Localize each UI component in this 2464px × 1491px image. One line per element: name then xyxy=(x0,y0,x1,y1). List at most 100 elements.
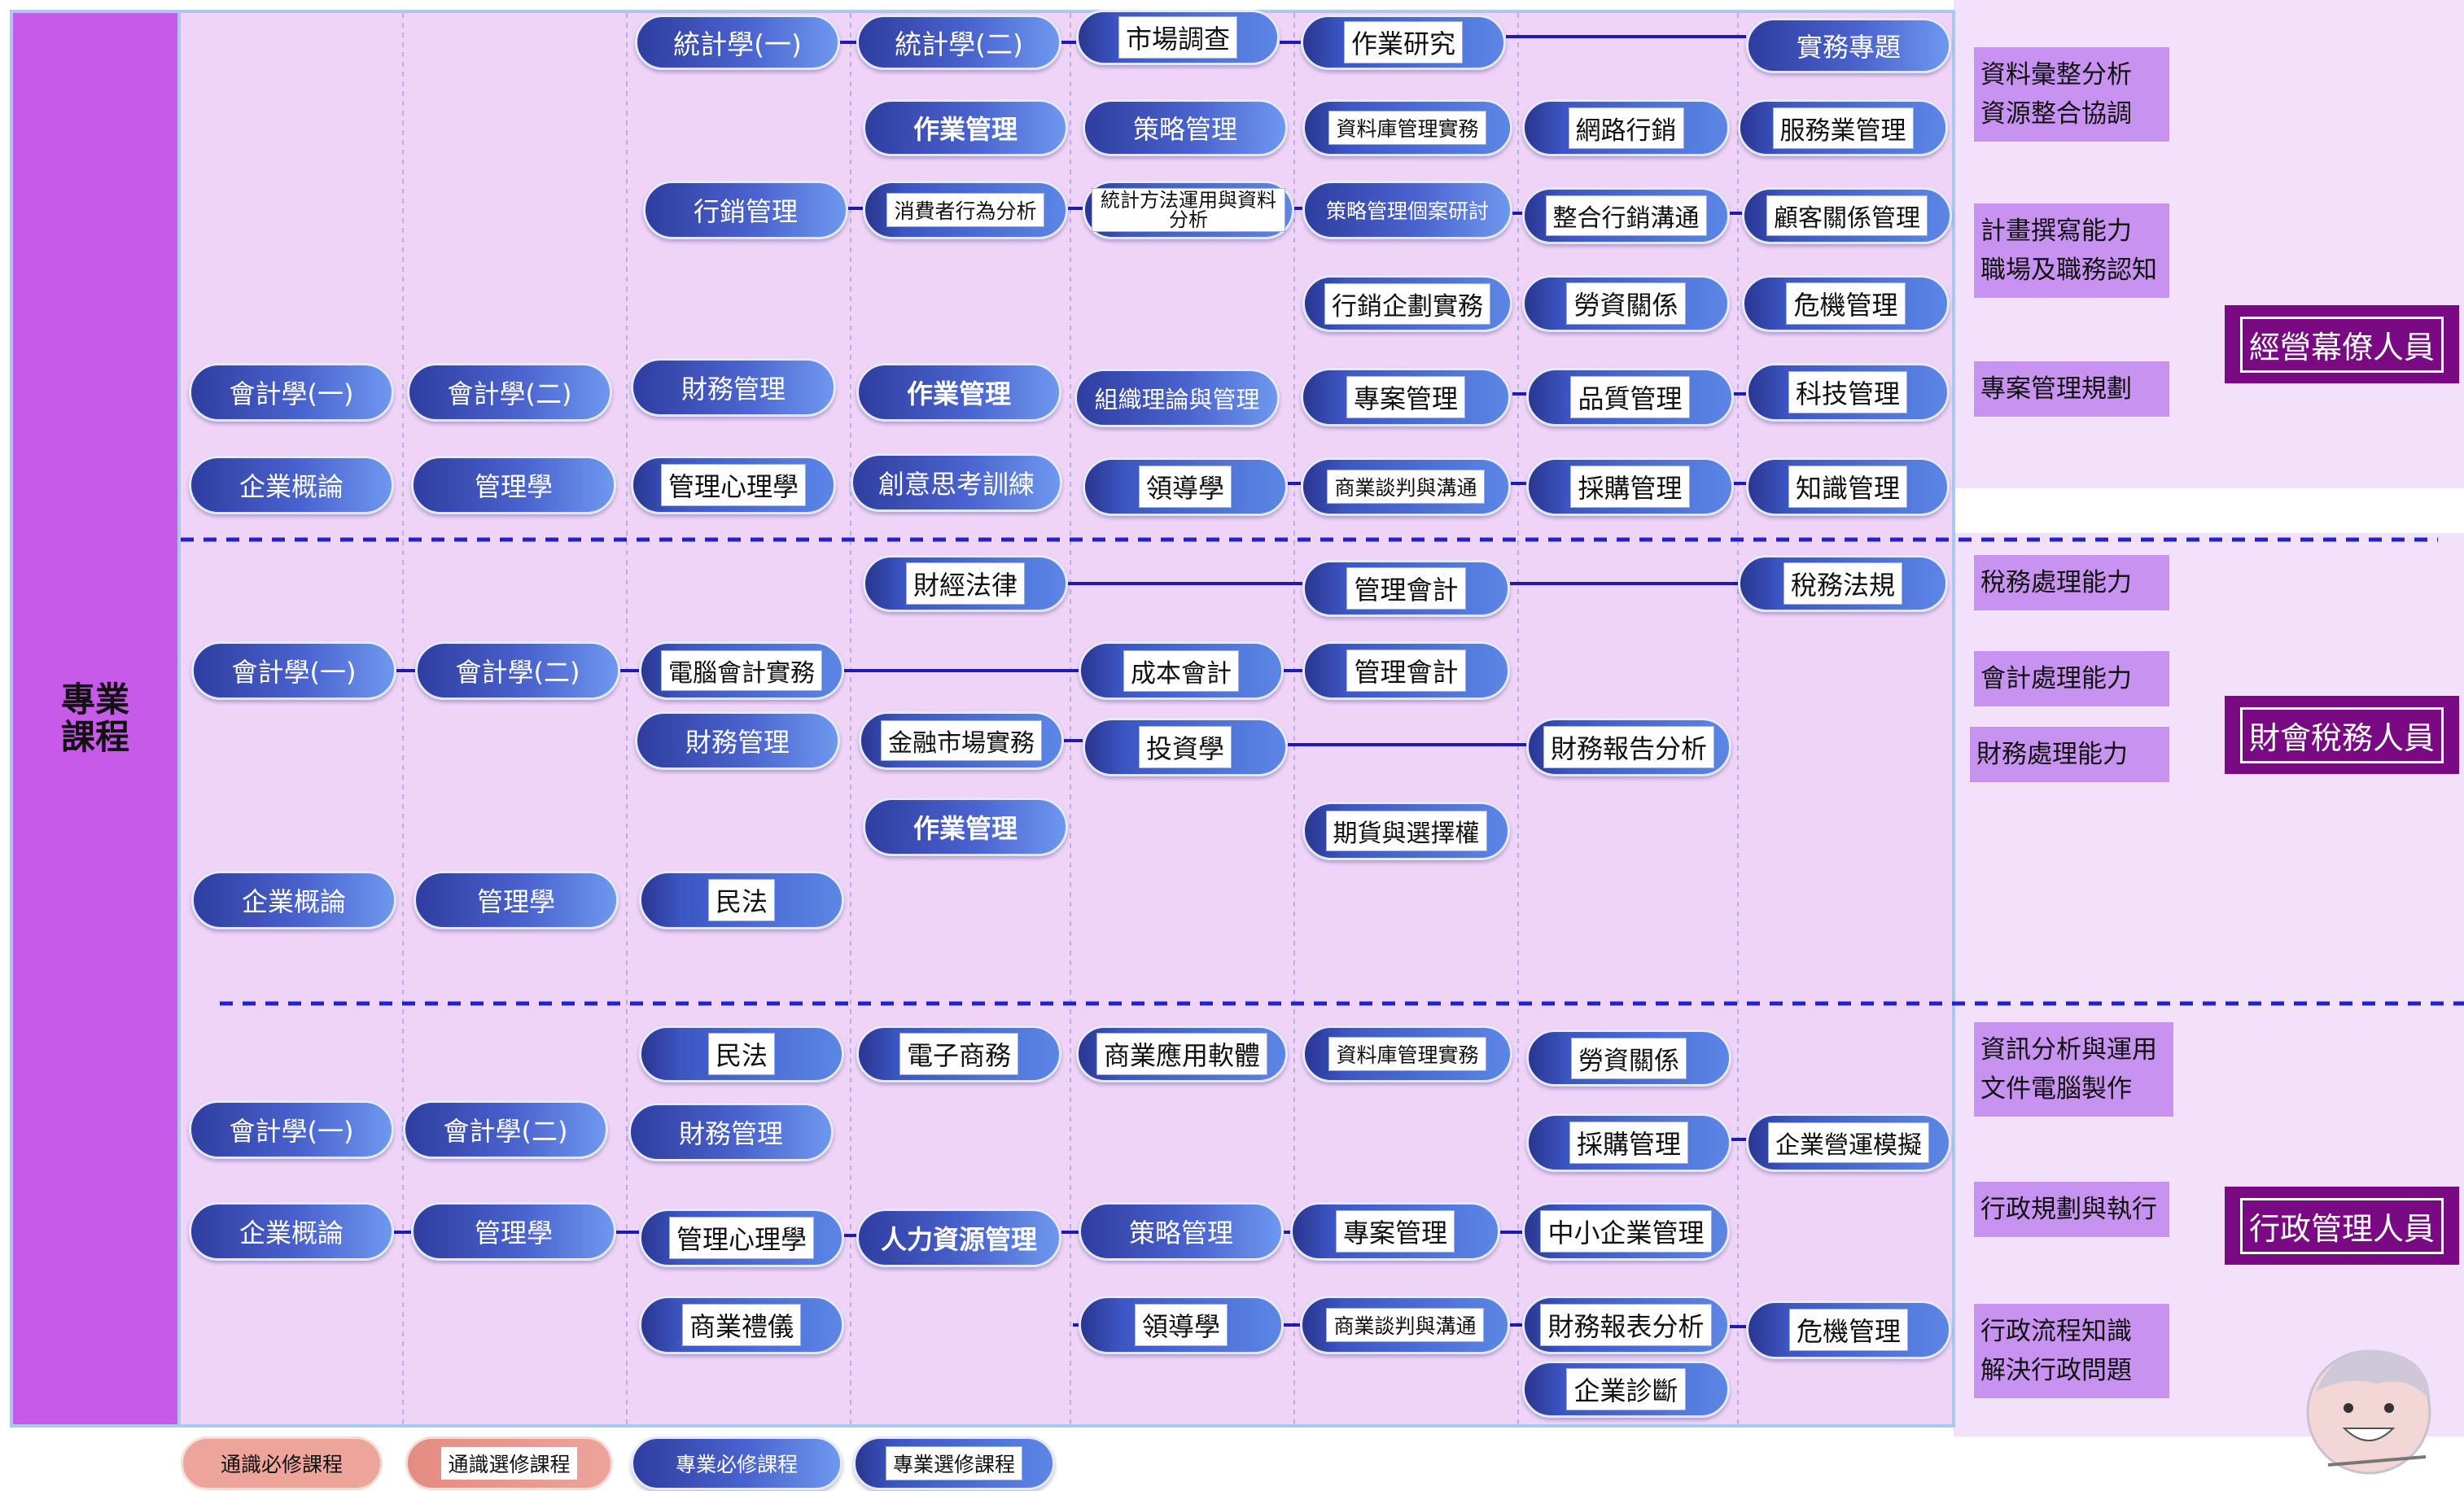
ability-text: 資料彙整分析 xyxy=(1980,60,2132,90)
course-label: 管理會計 xyxy=(1346,567,1466,610)
career-text: 行政管理人員 xyxy=(2239,1197,2444,1254)
course-label: 人力資源管理 xyxy=(880,1224,1037,1255)
course-node: 會計學(二) xyxy=(403,1100,608,1159)
ability-panel: 行政流程知識解決行政問題 xyxy=(1974,1304,2169,1398)
course-label: 顧客關係管理 xyxy=(1766,195,1928,236)
ability-text: 資訊分析與運用 xyxy=(1980,1035,2157,1065)
course-node: 資料庫管理實務 xyxy=(1302,99,1512,156)
course-label: 投資學 xyxy=(1138,726,1232,768)
career-label: 經營幕僚人員 xyxy=(2225,305,2459,383)
course-node: 企業概論 xyxy=(189,1202,394,1261)
course-node: 資料庫管理實務 xyxy=(1302,1025,1512,1082)
course-label: 策略管理 xyxy=(1128,1218,1233,1248)
ability-text: 會計處理能力 xyxy=(1980,664,2132,693)
course-label: 管理學 xyxy=(476,886,555,917)
ability-text: 行政規劃與執行 xyxy=(1980,1195,2157,1224)
course-node: 財務管理 xyxy=(635,711,840,770)
course-label: 電腦會計實務 xyxy=(661,650,822,691)
course-label: 會計學(一) xyxy=(229,1116,354,1147)
course-label: 企業概論 xyxy=(239,471,344,502)
course-node: 財務報表分析 xyxy=(1522,1296,1730,1354)
course-label: 商業談判與溝通 xyxy=(1326,1308,1484,1342)
course-node: 管理會計 xyxy=(1302,641,1510,700)
course-node: 採購管理 xyxy=(1526,457,1734,516)
course-node: 網路行銷 xyxy=(1522,99,1730,156)
legend-label: 專業必修課程 xyxy=(675,1453,798,1476)
ability-panel: 計畫撰寫能力職場及職務認知 xyxy=(1974,203,2169,298)
legend-label: 專業選修課程 xyxy=(885,1446,1022,1480)
career-text: 財會稅務人員 xyxy=(2239,706,2444,763)
course-label: 會計學(二) xyxy=(443,1116,568,1147)
course-label: 會計學(一) xyxy=(231,657,357,688)
course-node: 服務業管理 xyxy=(1738,99,1948,156)
ability-text: 計畫撰寫能力 xyxy=(1980,216,2132,246)
course-node: 企業概論 xyxy=(189,456,394,514)
course-node: 整合行銷溝通 xyxy=(1522,187,1730,244)
course-label: 統計學(一) xyxy=(673,28,802,60)
course-node: 危機管理 xyxy=(1742,275,1950,332)
course-node: 品質管理 xyxy=(1526,368,1734,426)
course-node: 民法 xyxy=(639,871,844,929)
course-label: 企業概論 xyxy=(239,1218,344,1248)
course-node: 成本會計 xyxy=(1079,641,1284,700)
course-node: 企業概論 xyxy=(191,871,396,929)
course-node: 管理學 xyxy=(411,1202,616,1261)
course-node: 策略管理 xyxy=(1079,1202,1284,1261)
course-label: 行銷管理 xyxy=(693,196,798,227)
course-node: 作業管理 xyxy=(863,99,1068,156)
course-node: 管理心理學 xyxy=(631,456,836,514)
course-label: 危機管理 xyxy=(1786,282,1906,325)
course-label: 創意思考訓練 xyxy=(877,469,1035,500)
career-label: 財會稅務人員 xyxy=(2225,696,2459,774)
course-label: 作業管理 xyxy=(906,378,1011,409)
course-label: 資料庫管理實務 xyxy=(1328,111,1486,145)
course-label: 財務管理 xyxy=(678,1118,783,1149)
course-label: 民法 xyxy=(707,1033,775,1075)
legend-item: 專業選修課程 xyxy=(853,1436,1055,1490)
course-label: 知識管理 xyxy=(1788,466,1907,508)
ability-panel: 財務處理能力 xyxy=(1970,727,2169,782)
course-node: 消費者行為分析 xyxy=(863,181,1068,239)
course-label: 科技管理 xyxy=(1788,371,1907,413)
course-node: 顧客關係管理 xyxy=(1742,187,1952,244)
course-label: 期貨與選擇權 xyxy=(1325,811,1487,851)
legend-label: 通識必修課程 xyxy=(220,1453,343,1476)
course-label: 網路行銷 xyxy=(1568,107,1684,149)
course-label: 危機管理 xyxy=(1788,1309,1908,1351)
course-node: 勞資關係 xyxy=(1522,275,1730,332)
course-label: 會計學(一) xyxy=(229,378,354,409)
course-label: 採購管理 xyxy=(1570,466,1690,508)
course-node: 創意思考訓練 xyxy=(851,453,1062,512)
section-label-text: 專業 課程 xyxy=(60,680,129,757)
course-label: 企業概論 xyxy=(241,886,346,917)
course-label: 作業管理 xyxy=(913,813,1018,844)
course-node: 行銷管理 xyxy=(643,181,848,239)
course-label: 作業研究 xyxy=(1343,21,1463,63)
course-label: 管理學 xyxy=(474,471,553,502)
course-node: 稅務法規 xyxy=(1738,555,1948,612)
course-node: 企業診斷 xyxy=(1522,1361,1730,1418)
course-label: 策略管理 xyxy=(1132,114,1237,145)
course-label: 統計學(二) xyxy=(895,28,1023,60)
course-node: 財經法律 xyxy=(863,555,1068,612)
ability-text: 解決行政問題 xyxy=(1980,1356,2132,1385)
course-label: 企業診斷 xyxy=(1566,1368,1686,1410)
course-node: 電子商務 xyxy=(856,1025,1061,1082)
course-node: 作業管理 xyxy=(856,363,1061,422)
course-label: 會計學(二) xyxy=(447,378,572,409)
legend-label: 通識選修課程 xyxy=(441,1447,577,1480)
ability-text: 專案管理規劃 xyxy=(1980,374,2132,404)
ability-text: 職場及職務認知 xyxy=(1980,256,2157,285)
ability-text: 資源整合協調 xyxy=(1980,99,2132,129)
course-label: 電子商務 xyxy=(899,1033,1018,1075)
course-label: 管理心理學 xyxy=(660,464,806,506)
ability-panel: 專案管理規劃 xyxy=(1974,361,2169,417)
course-node: 管理心理學 xyxy=(639,1209,844,1267)
course-node: 會計學(二) xyxy=(407,363,612,422)
course-node: 勞資關係 xyxy=(1526,1030,1731,1087)
course-label: 品質管理 xyxy=(1570,376,1690,418)
course-label: 會計學(二) xyxy=(455,657,580,688)
course-label: 金融市場實務 xyxy=(881,720,1042,761)
course-label: 稅務法規 xyxy=(1783,562,1902,605)
